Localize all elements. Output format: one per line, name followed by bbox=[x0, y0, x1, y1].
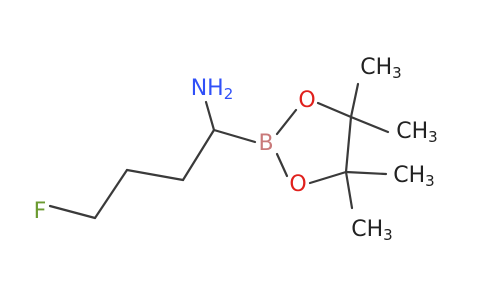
methyl-4-label: CH3 bbox=[351, 217, 392, 244]
methyl-4-subscript: 3 bbox=[383, 226, 393, 244]
methyl-3-label: CH3 bbox=[393, 163, 434, 190]
bonds bbox=[48, 82, 390, 220]
methyl-1-label: CH3 bbox=[360, 55, 401, 82]
methyl-4-text: CH bbox=[351, 217, 383, 242]
methyl-1-text: CH bbox=[360, 55, 392, 80]
bond-c-b bbox=[212, 128, 257, 144]
amine-text: NH bbox=[191, 76, 224, 101]
bond-c-c-ring bbox=[344, 115, 353, 174]
bond-o-c-bottom bbox=[308, 170, 348, 185]
methyl-2-subscript: 3 bbox=[428, 128, 438, 146]
bond-b-o-bottom bbox=[275, 152, 289, 178]
bond-methyl-2 bbox=[349, 115, 390, 134]
boron-label: B bbox=[258, 131, 273, 156]
fluorine-label: F bbox=[34, 199, 47, 224]
oxygen-bottom-label: O bbox=[289, 172, 306, 197]
amine-subscript: 2 bbox=[224, 85, 234, 103]
bond-o-c-top bbox=[316, 101, 353, 119]
bond-c-c1 bbox=[93, 168, 129, 220]
bond-methyl-4 bbox=[344, 170, 354, 210]
oxygen-top-label: O bbox=[298, 88, 315, 113]
bond-c-c3 bbox=[181, 128, 216, 182]
methyl-1-subscript: 3 bbox=[392, 64, 402, 82]
methyl-2-label: CH3 bbox=[396, 119, 437, 146]
bond-f-c bbox=[48, 204, 97, 220]
bond-c-n bbox=[204, 100, 216, 132]
bond-b-o-top bbox=[275, 108, 298, 136]
bond-methyl-3 bbox=[344, 170, 388, 176]
bond-c-c2 bbox=[125, 168, 185, 182]
methyl-3-text: CH bbox=[393, 163, 425, 188]
amine-label: NH2 bbox=[191, 76, 234, 103]
methyl-3-subscript: 3 bbox=[425, 172, 435, 190]
bond-methyl-1 bbox=[349, 82, 360, 119]
methyl-2-text: CH bbox=[396, 119, 428, 144]
